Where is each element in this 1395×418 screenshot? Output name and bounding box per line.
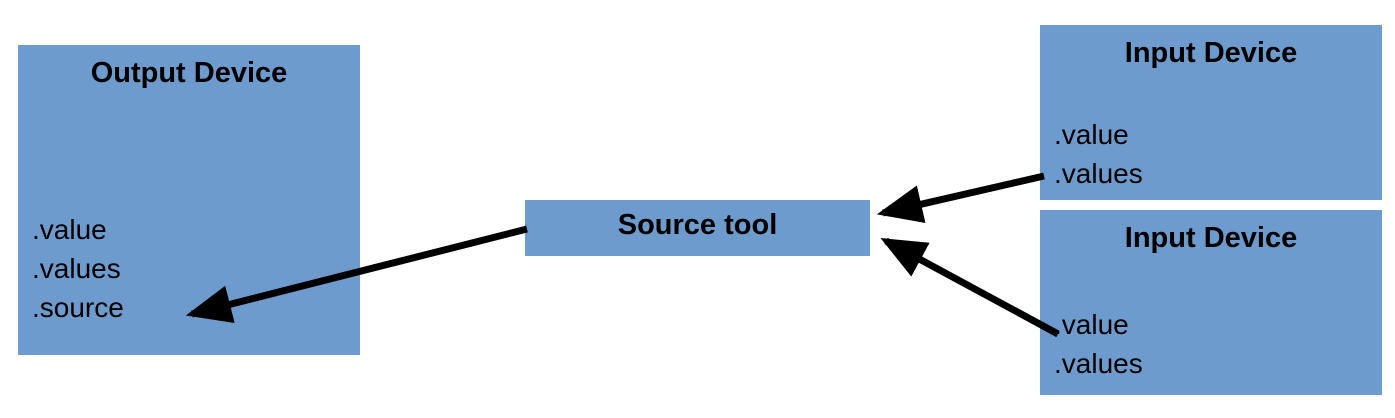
source-tool-title: Source tool	[617, 209, 778, 241]
node-input-device-top: Input Device .value .values	[1040, 25, 1382, 200]
input-device-bottom-fields: .value .values	[1054, 305, 1143, 383]
output-device-field-source: .source	[32, 292, 124, 323]
output-device-title: Output Device	[90, 57, 288, 89]
input-device-bottom-field-value: .value	[1054, 309, 1129, 340]
arrow-input-top-to-source-tool	[876, 172, 1045, 223]
input-device-bottom-field-values: .values	[1054, 348, 1143, 379]
output-device-field-value: .value	[32, 214, 107, 245]
node-input-device-bottom: Input Device .value .values	[1040, 210, 1382, 395]
node-output-device: Output Device .value .values .source	[18, 45, 360, 355]
node-source-tool: Source tool	[525, 200, 870, 256]
arrow-input-bottom-to-source-tool	[880, 237, 1060, 338]
input-device-top-field-value: .value	[1054, 119, 1129, 150]
input-device-top-fields: .value .values	[1054, 115, 1143, 193]
input-device-top-title: Input Device	[1124, 37, 1298, 69]
output-device-fields: .value .values .source	[32, 210, 124, 327]
input-device-bottom-title: Input Device	[1124, 222, 1298, 254]
input-device-top-field-values: .values	[1054, 158, 1143, 189]
output-device-field-values: .values	[32, 253, 121, 284]
